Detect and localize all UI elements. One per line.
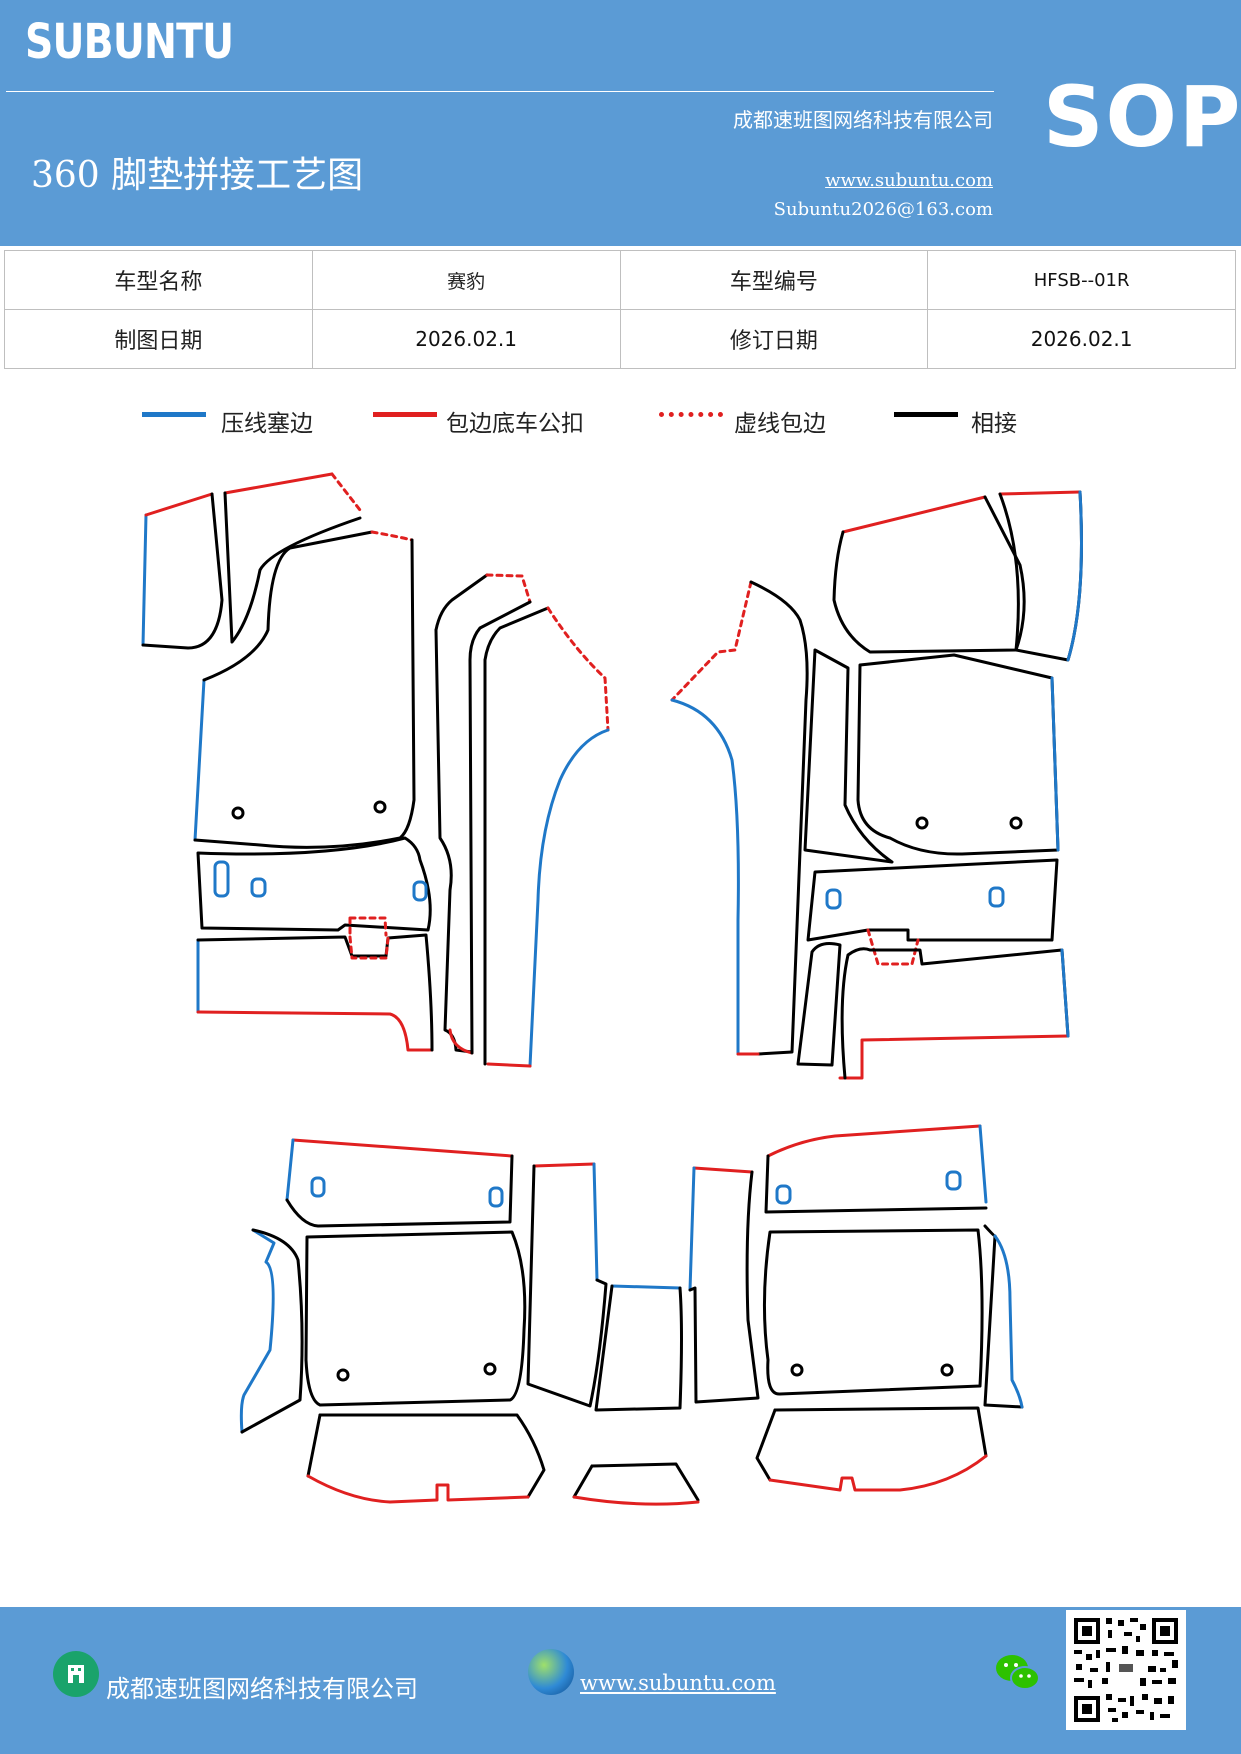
revise-date-value: 2026.02.1 [927, 309, 1236, 369]
model-no-value: HFSB--01R [927, 250, 1236, 310]
front-left-mat-group [141, 474, 610, 1068]
model-name-label: 车型名称 [4, 250, 313, 310]
draw-date-label: 制图日期 [4, 309, 313, 369]
legend: 压线塞边 包边底车公扣 虚线包边 相接 [0, 398, 1241, 442]
table-row: 制图日期 2026.02.1 修订日期 2026.02.1 [4, 309, 1236, 369]
globe-icon [528, 1649, 574, 1695]
legend-label: 相接 [971, 411, 1017, 437]
legend-swatch [894, 412, 958, 417]
header-banner: SUBUNTU 成都速班图网络科技有限公司 360 脚垫拼接工艺图 www.su… [0, 0, 1241, 246]
rear-mat-group [239, 1124, 1024, 1506]
header-divider [6, 91, 994, 92]
email-address: Subuntu2026@163.com [773, 199, 993, 220]
legend-label: 虚线包边 [734, 411, 826, 437]
brand-logo: SUBUNTU [25, 14, 234, 70]
revise-date-label: 修订日期 [619, 309, 929, 369]
footer-banner: 成都速班图网络科技有限公司 www.subuntu.com [0, 1607, 1241, 1754]
footer-website-link[interactable]: www.subuntu.com [580, 1671, 776, 1695]
sop-label: SOP [1043, 68, 1241, 166]
model-no-label: 车型编号 [619, 250, 929, 310]
website-link[interactable]: www.subuntu.com [825, 170, 993, 191]
table-row: 车型名称 赛豹 车型编号 HFSB--01R [4, 250, 1236, 310]
wechat-icon [994, 1651, 1042, 1695]
floor-mat-pattern-diagram [141, 460, 1083, 1506]
vehicle-info-table: 车型名称 赛豹 车型编号 HFSB--01R 制图日期 2026.02.1 修订… [4, 250, 1236, 369]
front-right-mat-group [670, 490, 1083, 1080]
footer-company-name: 成都速班图网络科技有限公司 [106, 1675, 418, 1703]
document-title: 360 脚垫拼接工艺图 [31, 155, 364, 196]
legend-label: 包边底车公扣 [446, 411, 584, 437]
qr-code [1066, 1610, 1186, 1730]
legend-swatch [659, 412, 723, 417]
legend-swatch [142, 412, 206, 417]
model-name-value: 赛豹 [311, 250, 621, 310]
building-icon [53, 1651, 99, 1697]
company-name: 成都速班图网络科技有限公司 [733, 108, 993, 132]
legend-swatch [373, 412, 437, 417]
draw-date-value: 2026.02.1 [311, 309, 621, 369]
legend-label: 压线塞边 [221, 411, 313, 437]
